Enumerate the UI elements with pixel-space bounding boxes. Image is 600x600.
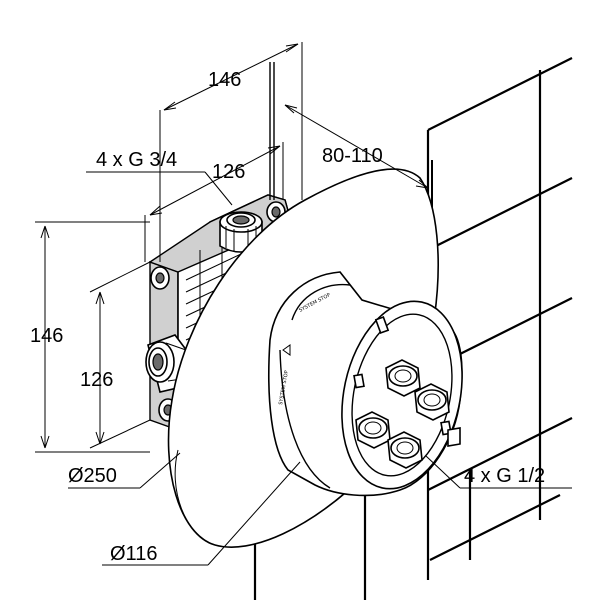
dim-body-diameter: Ø116 bbox=[110, 543, 157, 565]
dimension-lines bbox=[35, 42, 572, 566]
body-label-side: SYSTEM STOP bbox=[278, 370, 290, 405]
wall-tiles bbox=[253, 57, 573, 600]
outlet-fitting-3 bbox=[355, 411, 391, 449]
outlet-fitting-1 bbox=[385, 359, 421, 397]
dim-width-top: 146 bbox=[208, 69, 241, 91]
outlet-fitting-4 bbox=[387, 431, 423, 469]
dim-wall-depth: 80-110 bbox=[322, 145, 383, 167]
dim-cover-diameter: Ø250 bbox=[68, 465, 117, 487]
dim-height-inner: 126 bbox=[80, 369, 113, 391]
outlet-fitting-2 bbox=[414, 383, 450, 421]
dim-height-outer: 146 bbox=[30, 325, 63, 347]
dim-width-inner: 126 bbox=[212, 161, 245, 183]
dim-outlets: 4 x G 1/2 bbox=[464, 465, 545, 487]
outlet-fittings bbox=[355, 359, 461, 469]
valve-body: SYSTEM STOP SYSTEM STOP bbox=[268, 271, 463, 497]
dim-inlets-top: 4 x G 3/4 bbox=[96, 149, 177, 171]
